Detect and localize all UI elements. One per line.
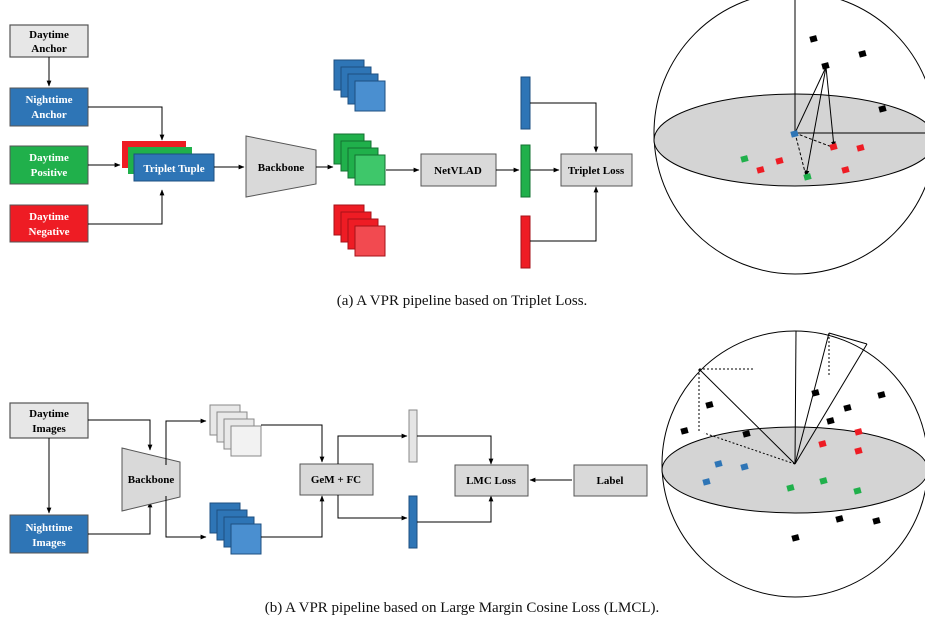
daytime-anchor-box: Daytime Anchor [9, 24, 89, 58]
daytime-positive-box: Daytime Positive [9, 145, 89, 185]
descriptor-blue-a [520, 76, 531, 130]
triplet-tuple: Triplet Tuple [122, 141, 215, 182]
lmc-loss-box: LMC Loss [454, 464, 529, 497]
svg-text:Backbone: Backbone [128, 474, 175, 486]
feature-stack-blue-b [209, 502, 262, 555]
caption-a: (a) A VPR pipeline based on Triplet Loss… [337, 293, 588, 309]
caption-b: (b) A VPR pipeline based on Large Margin… [265, 600, 660, 616]
backbone-b: Backbone [121, 447, 181, 512]
backbone-a: Backbone [245, 135, 317, 198]
gem-fc-box: GeM + FC [299, 463, 374, 496]
embedding-sphere-b [661, 330, 925, 598]
svg-text:Daytime: Daytime [29, 29, 69, 41]
input-arrows-a [46, 57, 165, 225]
descriptor-arrows-a [530, 102, 599, 242]
backbone-output-arrows-b [165, 418, 207, 540]
svg-text:Images: Images [32, 423, 66, 435]
svg-text:Daytime: Daytime [29, 211, 69, 223]
label-box: Label [573, 464, 648, 497]
svg-text:Triplet Loss: Triplet Loss [568, 165, 625, 177]
svg-text:LMC Loss: LMC Loss [466, 475, 517, 487]
svg-text:Label: Label [597, 475, 624, 487]
svg-text:Anchor: Anchor [31, 43, 67, 55]
daytime-negative-box: Daytime Negative [9, 204, 89, 243]
descriptor-blue-b [408, 495, 418, 549]
nighttime-anchor-box: Nighttime Anchor [9, 87, 89, 127]
svg-text:Nighttime: Nighttime [25, 522, 72, 534]
svg-text:Negative: Negative [29, 226, 70, 238]
descriptor-red-a [520, 215, 531, 269]
feature-stack-green-a [333, 133, 386, 186]
svg-text:Daytime: Daytime [29, 152, 69, 164]
svg-text:Backbone: Backbone [258, 162, 305, 174]
svg-text:Images: Images [32, 537, 66, 549]
feature-stack-gray-b [209, 404, 262, 457]
feature-to-gem-arrows [261, 424, 325, 538]
gem-output-arrows [337, 433, 408, 521]
panel-b: Daytime Images Nighttime Images Backbone [9, 330, 925, 616]
svg-text:Nighttime: Nighttime [25, 94, 72, 106]
svg-text:Anchor: Anchor [31, 109, 67, 121]
descriptor-gray-b [408, 409, 418, 463]
embedding-sphere-a [653, 0, 925, 275]
daytime-images-box: Daytime Images [9, 402, 89, 439]
input-arrows-b [46, 419, 153, 535]
svg-text:Positive: Positive [31, 167, 68, 179]
netvlad-box: NetVLAD [420, 153, 497, 187]
svg-text:GeM + FC: GeM + FC [311, 474, 361, 486]
nighttime-images-box: Nighttime Images [9, 514, 89, 554]
triplet-loss-box: Triplet Loss [560, 153, 633, 187]
descriptor-green-a [520, 144, 531, 198]
feature-stack-blue-a [333, 59, 386, 112]
feature-stack-red-a [333, 204, 386, 257]
panel-a: Daytime Anchor Nighttime Anchor Daytime … [9, 0, 925, 309]
svg-text:Daytime: Daytime [29, 408, 69, 420]
svg-text:NetVLAD: NetVLAD [434, 165, 482, 177]
svg-text:Triplet Tuple: Triplet Tuple [143, 163, 204, 175]
descriptor-arrows-b [417, 435, 572, 523]
